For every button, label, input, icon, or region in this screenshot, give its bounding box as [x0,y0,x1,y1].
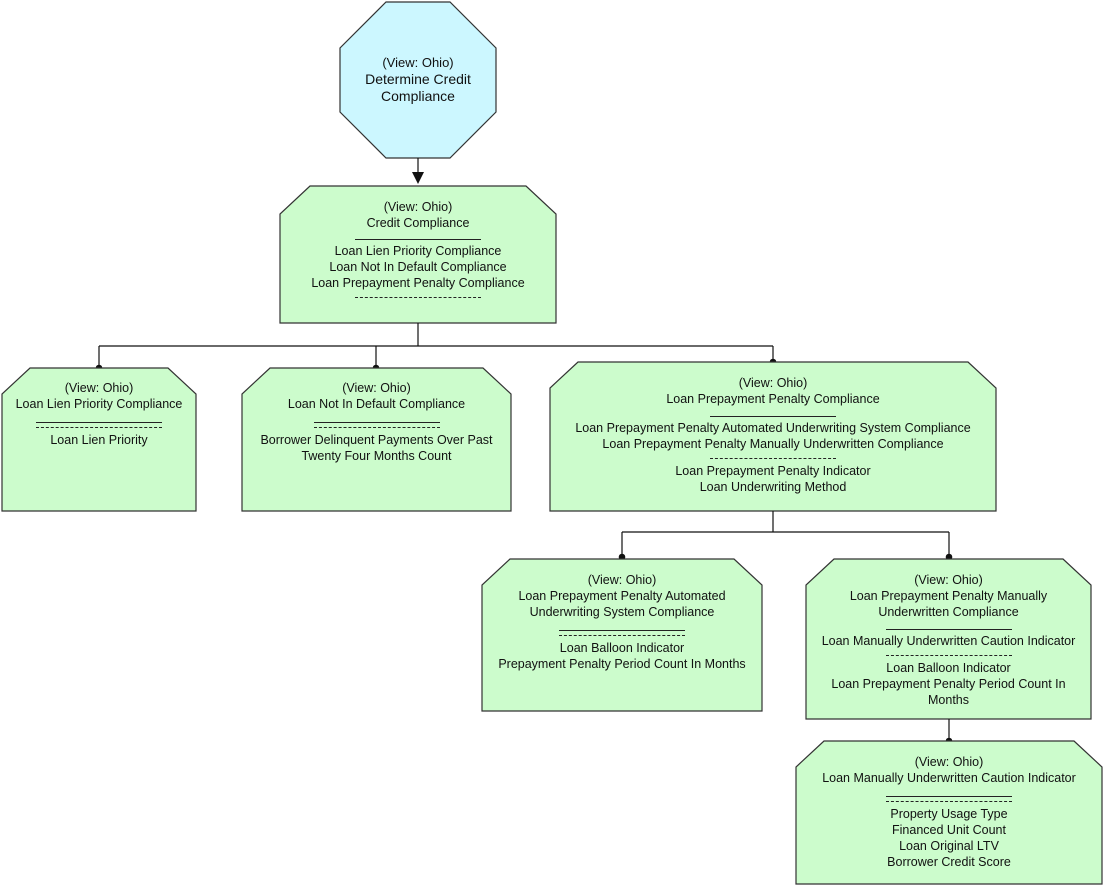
title-separator [710,416,836,417]
view-label: (View: Ohio) [383,200,453,214]
node-caution: (View: Ohio) Loan Manually Underwritten … [796,754,1102,870]
attribute-item: Loan Underwriting Method [699,480,847,494]
child-item: Loan Manually Underwritten Caution Indic… [821,634,1076,648]
title-separator [559,630,685,631]
attribute-separator [355,297,481,298]
attribute-item: Loan Balloon Indicator [559,641,685,655]
attribute-item: Loan Prepayment Penalty Indicator [675,464,871,478]
root-node-shape[interactable] [339,1,497,159]
child-item: Loan Not In Default Compliance [329,260,507,274]
node-title-line-1: Loan Prepayment Penalty Manually [849,589,1048,603]
node-default: (View: Ohio) Loan Not In Default Complia… [242,380,511,464]
attribute-item: Loan Balloon Indicator [886,661,1011,675]
view-label: (View: Ohio) [914,573,983,587]
node-title: Loan Manually Underwritten Caution Indic… [822,771,1076,785]
child-item: Loan Prepayment Penalty Automated Underw… [575,421,971,435]
node-shape-credit[interactable] [279,185,557,324]
attribute-item: Twenty Four Months Count [301,449,452,463]
node-automated: (View: Ohio) Loan Prepayment Penalty Aut… [482,572,762,672]
attribute-separator [559,635,685,636]
attribute-item: Financed Unit Count [892,823,1006,837]
node-manual: (View: Ohio) Loan Prepayment Penalty Man… [806,572,1091,708]
node-title-line-2: Underwriting System Compliance [529,605,715,619]
title-separator [886,796,1012,797]
root-view-label: (View: Ohio) [382,55,454,70]
child-item: Loan Lien Priority Compliance [334,244,502,258]
child-item: Loan Prepayment Penalty Compliance [311,276,525,290]
node-lien: (View: Ohio) Loan Lien Priority Complian… [2,380,196,448]
view-label: (View: Ohio) [587,573,657,587]
attribute-item: Loan Original LTV [899,839,999,853]
attribute-item: Prepayment Penalty Period Count In Month… [498,657,746,671]
connectors-level-2 [621,511,950,559]
node-title: Loan Prepayment Penalty Compliance [666,392,880,406]
node-shape-manual[interactable] [805,558,1092,720]
node-shape-prepay[interactable] [549,361,997,512]
title-separator [355,239,481,240]
node-title-line-1: Loan Prepayment Penalty Automated [518,589,726,603]
root-title-line-1: Determine Credit [365,71,471,87]
attribute-item: Months [928,693,969,707]
attribute-item: Loan Prepayment Penalty Period Count In [831,677,1066,691]
view-label: (View: Ohio) [914,755,984,769]
attribute-item: Property Usage Type [890,807,1008,821]
view-label: (View: Ohio) [738,376,808,390]
node-credit: (View: Ohio) Credit Compliance Loan Lien… [280,199,556,302]
attribute-separator [36,427,162,428]
arrowhead-icon [412,172,424,184]
attribute-item: Borrower Credit Score [887,855,1011,869]
title-separator [313,422,440,423]
attribute-item: Borrower Delinquent Payments Over Past [260,433,493,447]
node-shape-default[interactable] [241,367,512,512]
attribute-separator [313,427,440,428]
attribute-separator [710,458,836,459]
attribute-separator [885,655,1012,656]
title-separator [885,629,1012,630]
view-label: (View: Ohio) [64,381,134,395]
root-node-label: (View: Ohio) Determine Credit Compliance [340,54,496,105]
title-separator [36,422,162,423]
node-prepay: (View: Ohio) Loan Prepayment Penalty Com… [550,375,996,495]
node-shape-lien[interactable] [1,367,197,512]
view-label: (View: Ohio) [342,381,411,395]
node-title: Credit Compliance [366,216,470,230]
child-item: Loan Prepayment Penalty Manually Underwr… [602,437,944,451]
node-shape-caution[interactable] [795,740,1103,885]
attribute-separator [886,801,1012,802]
root-title-line-2: Compliance [381,88,455,104]
node-title-line-2: Underwritten Compliance [878,605,1019,619]
node-title: Loan Lien Priority Compliance [15,397,183,411]
node-title: Loan Not In Default Compliance [287,397,466,411]
attribute-item: Loan Lien Priority [50,433,148,447]
connectors-level-1 [98,323,774,368]
